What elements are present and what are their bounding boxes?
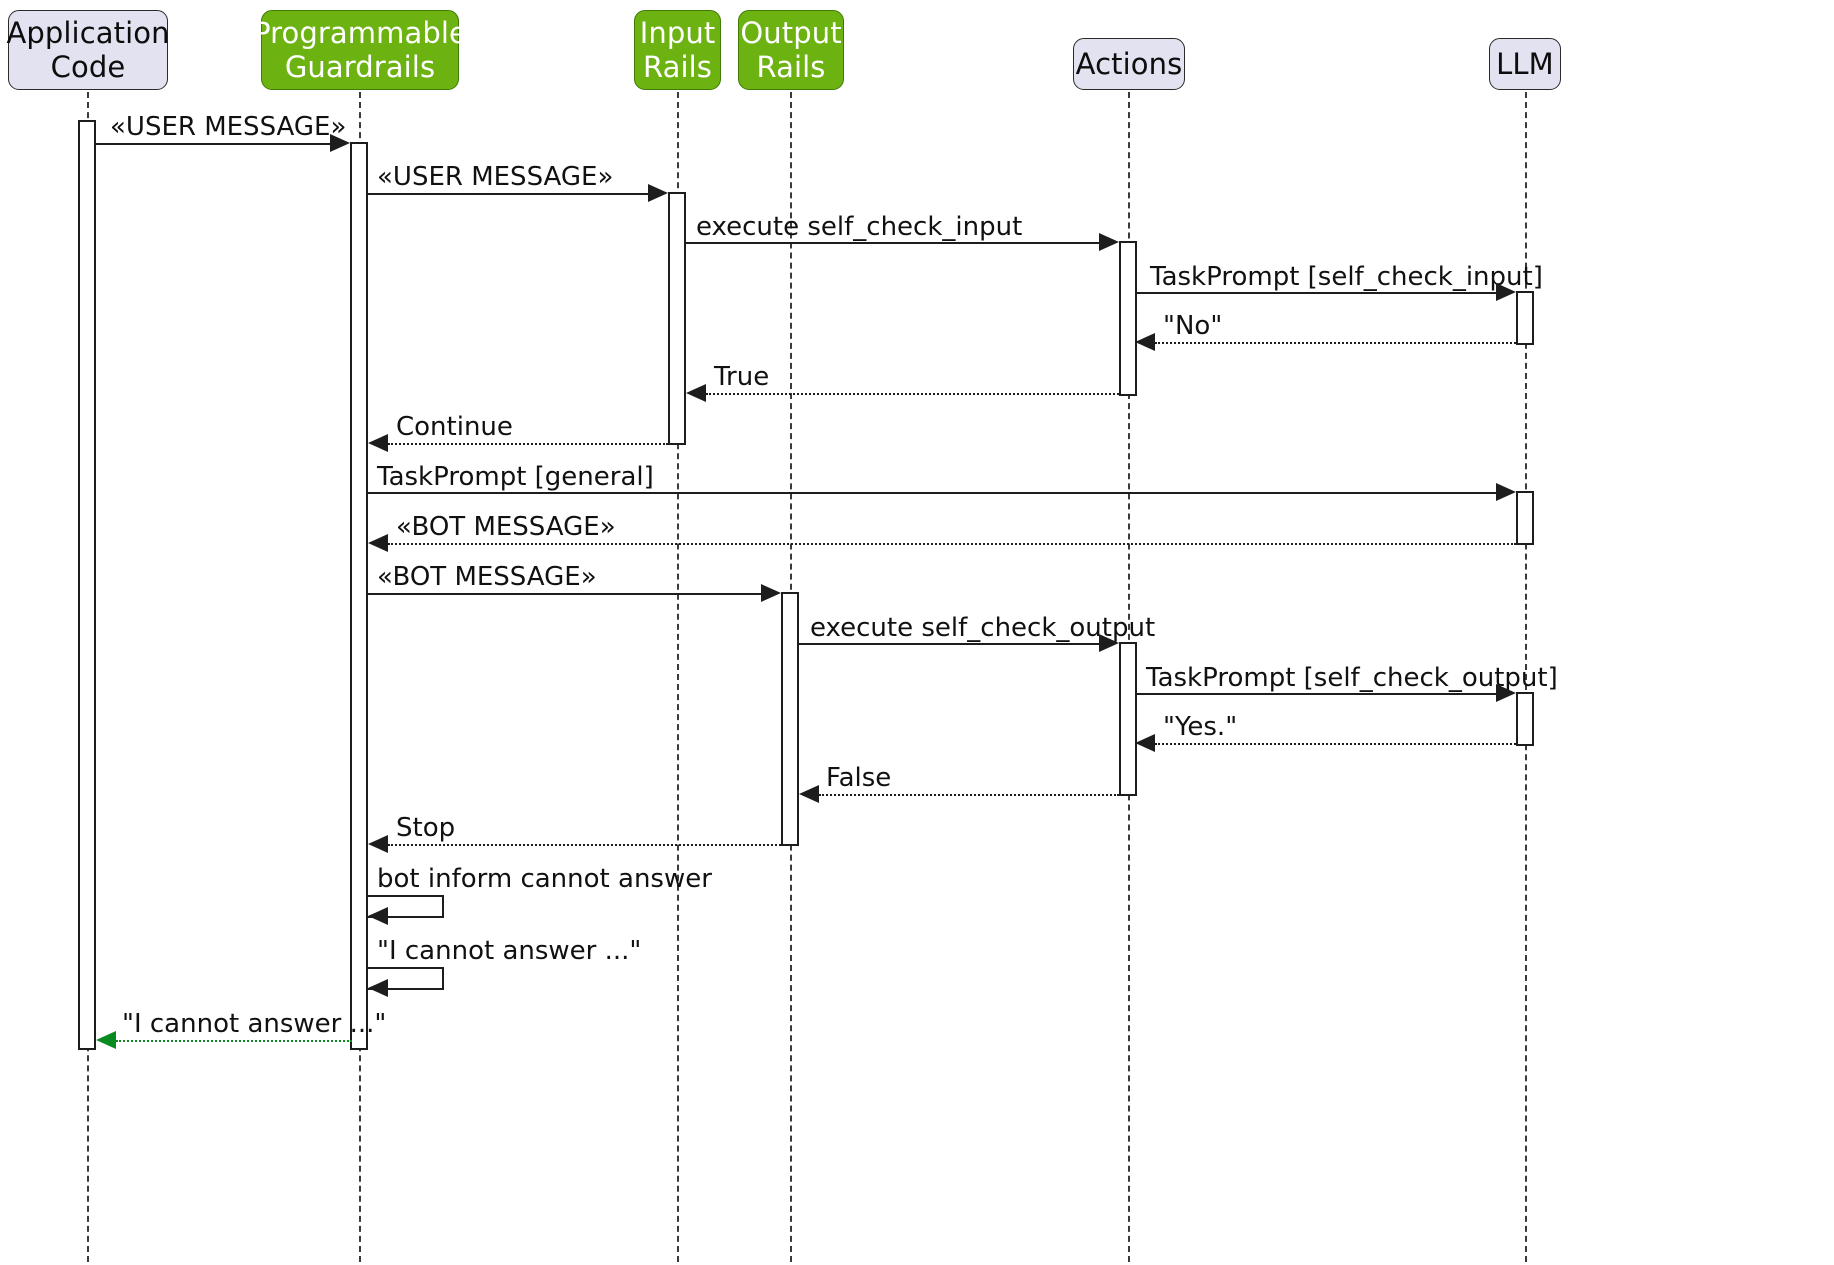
arrowhead-right-8 [1496,483,1516,501]
participant-label-line1: LLM [1496,46,1554,81]
message-line-2 [368,193,650,195]
participant-input-rails[interactable]: Input Rails [634,10,721,90]
participant-application-code[interactable]: Application Code [6,10,170,90]
message-line-1 [96,143,332,145]
activation-actions-input-check [1119,241,1137,396]
message-label-10: «BOT MESSAGE» [377,562,597,592]
participant-programmable-guardrails[interactable]: Programmable Guardrails [253,10,467,90]
arrowhead-right-3 [1099,233,1119,251]
message-line-7 [388,443,668,445]
message-label-15: Stop [396,813,456,843]
message-label-8: TaskPrompt [general] [377,462,654,492]
participant-llm[interactable]: LLM [1489,38,1561,90]
message-line-12 [1137,693,1498,695]
participant-label-line1: Output [740,15,842,50]
arrowhead-left-14 [799,785,819,803]
lifeline-llm [1525,92,1527,1262]
message-label-13: "Yes." [1163,712,1238,742]
message-label-9: «BOT MESSAGE» [396,512,616,542]
arrowhead-left-17 [368,979,388,997]
participant-label-line2: Code [50,50,126,84]
message-line-15 [388,844,781,846]
message-label-4: TaskPrompt [self_check_input] [1150,262,1543,292]
arrowhead-right-1 [330,134,350,152]
message-label-2: «USER MESSAGE» [377,162,614,192]
activation-llm-self-check-output [1516,692,1534,746]
arrowhead-left-15 [368,835,388,853]
message-line-3 [686,242,1101,244]
message-label-17: "I cannot answer ..." [377,936,642,966]
message-label-5: "No" [1163,311,1223,341]
activation-output-rails [781,592,799,846]
arrowhead-right-2 [648,184,668,202]
message-line-14 [819,794,1119,796]
message-line-10 [368,593,763,595]
message-label-6: True [714,362,770,392]
self-message-bracket-16 [368,895,444,918]
arrowhead-left-5 [1135,333,1155,351]
arrowhead-left-18 [96,1031,116,1049]
arrowhead-left-13 [1135,734,1155,752]
lifeline-input-rails [677,92,679,1262]
participant-actions[interactable]: Actions [1073,38,1185,90]
message-line-6 [706,393,1119,395]
message-line-18 [116,1040,352,1042]
arrowhead-right-10 [761,584,781,602]
message-label-14: False [826,763,892,793]
message-label-7: Continue [396,412,513,442]
self-message-bracket-17 [368,967,444,990]
participant-label-line1: Application [6,15,170,50]
activation-actions-output-check [1119,642,1137,796]
message-line-5 [1155,342,1516,344]
message-label-16: bot inform cannot answer [377,864,712,894]
activation-llm-general [1516,491,1534,545]
message-line-13 [1155,743,1516,745]
participant-label-line2: Guardrails [284,50,436,84]
message-line-4 [1137,292,1498,294]
activation-application-code [78,120,96,1050]
message-label-3: execute self_check_input [696,212,1023,242]
participant-label-line2: Rails [642,50,712,84]
participant-label-line1: Programmable [253,15,467,50]
message-line-9 [388,543,1516,545]
activation-programmable-guardrails [350,142,368,1050]
arrowhead-right-12 [1496,684,1516,702]
activation-llm-self-check-input [1516,291,1534,345]
message-label-18: "I cannot answer ..." [122,1009,387,1039]
message-line-8 [368,492,1498,494]
message-label-1: «USER MESSAGE» [110,112,347,142]
participant-label-line2: Rails [756,50,826,84]
participant-output-rails[interactable]: Output Rails [738,10,844,90]
activation-input-rails [668,192,686,445]
arrowhead-left-6 [686,384,706,402]
message-label-12: TaskPrompt [self_check_output] [1146,663,1558,693]
arrowhead-left-7 [368,434,388,452]
arrowhead-left-16 [368,907,388,925]
arrowhead-right-11 [1099,634,1119,652]
participant-label-line1: Actions [1075,46,1183,81]
arrowhead-left-9 [368,534,388,552]
participant-label-line1: Input [639,15,716,50]
arrowhead-right-4 [1496,283,1516,301]
message-line-11 [799,643,1101,645]
message-label-11: execute self_check_output [810,613,1156,643]
